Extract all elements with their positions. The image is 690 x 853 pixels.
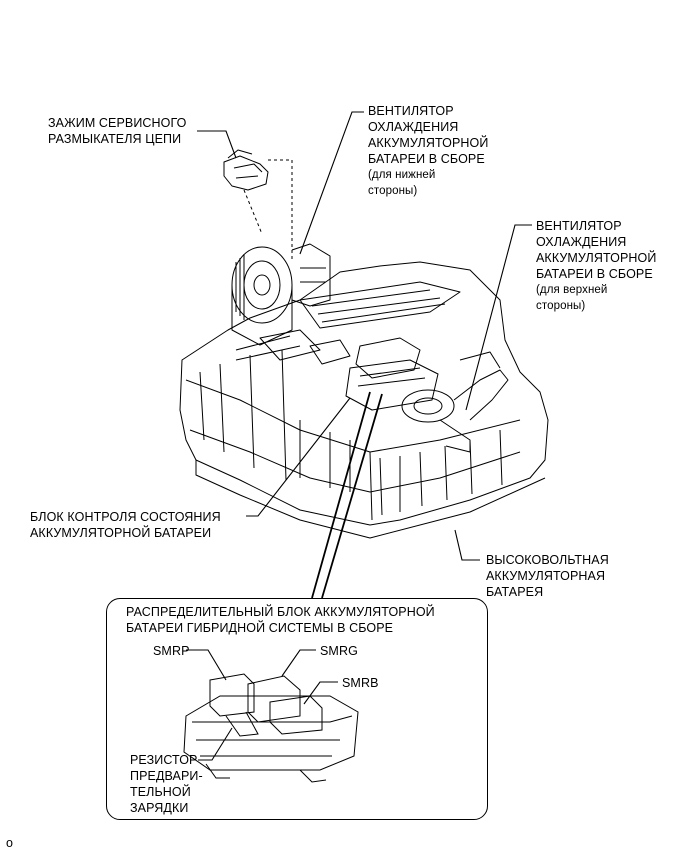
hv-battery-label: ВЫСОКОВОЛЬТНАЯ АККУМУЛЯТОРНАЯ БАТАРЕЯ <box>486 553 609 599</box>
upper-fan-housing <box>401 389 455 423</box>
fan-upper-label: ВЕНТИЛЯТОР ОХЛАЖДЕНИЯ АККУМУЛЯТОРНОЙ БАТ… <box>536 219 657 281</box>
inset-callout-right <box>321 393 383 599</box>
fan-lower-note: (для нижней стороны) <box>368 169 436 197</box>
fan-upper-note: (для верхней стороны) <box>536 284 608 312</box>
leader-smrp <box>186 649 227 681</box>
smrg-label: SMRG <box>320 644 358 658</box>
leader-resistor <box>198 727 233 761</box>
battery-pack-outline <box>179 261 549 526</box>
lower-fan-housing <box>231 246 293 324</box>
precharge-resistor-label: РЕЗИСТОР ПРЕДВАРИ- ТЕЛЬНОЙ ЗАРЯДКИ <box>130 753 203 815</box>
leader-smrb <box>303 681 338 705</box>
leader-clamp <box>197 130 237 159</box>
smrb-label: SMRB <box>342 676 379 690</box>
corner-mark: o <box>6 836 14 850</box>
leader-smrg <box>281 649 316 677</box>
inset-title: РАСПРЕДЕЛИТЕЛЬНЫЙ БЛОК АККУМУЛЯТОРНОЙ БА… <box>126 605 435 635</box>
leader-fan-lower <box>299 111 364 255</box>
leader-ecu <box>246 397 351 517</box>
battery-ecu-body <box>345 359 439 411</box>
service-plug-clamp-body <box>223 155 269 191</box>
relay-block-drawing <box>183 673 359 783</box>
battery-ecu-label: БЛОК КОНТРОЛЯ СОСТОЯНИЯ АККУМУЛЯТОРНОЙ Б… <box>30 510 221 540</box>
leader-fan-upper <box>465 224 532 411</box>
service-plug-clamp-label: ЗАЖИМ СЕРВИСНОГО РАЗМЫКАТЕЛЯ ЦЕПИ <box>48 116 187 146</box>
leader-hv-battery <box>454 529 480 561</box>
smrp-label: SMRP <box>153 644 190 658</box>
junction-block-inset <box>106 598 488 820</box>
inset-callout-left <box>311 391 371 599</box>
fan-lower-label: ВЕНТИЛЯТОР ОХЛАЖДЕНИЯ АККУМУЛЯТОРНОЙ БАТ… <box>368 104 489 166</box>
